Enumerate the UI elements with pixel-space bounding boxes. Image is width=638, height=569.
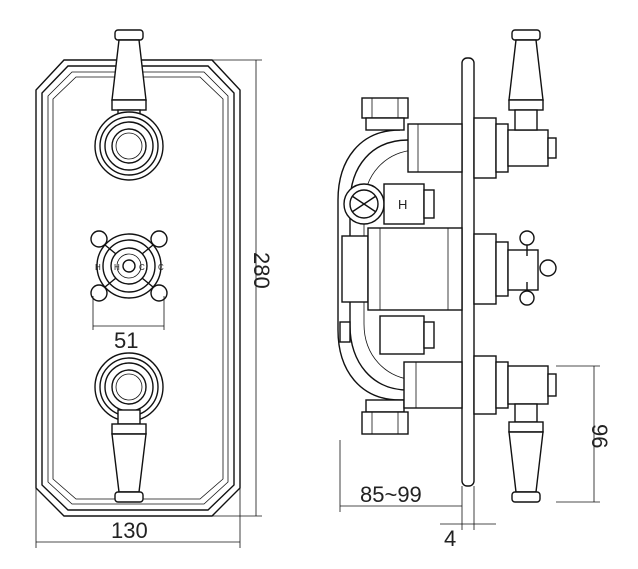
bottom-inlet-fitting — [361, 399, 409, 435]
dimension-width: 130 — [35, 488, 241, 548]
dimension-label-51: 51 — [114, 328, 138, 353]
lower-port-fitting — [339, 315, 435, 355]
top-inlet-fitting — [361, 97, 409, 131]
bottom-cartridge — [403, 355, 557, 503]
dimension-label-depth: 85~99 — [360, 482, 422, 507]
hot-mark-inner: H — [114, 263, 120, 272]
dimension-label-130: 130 — [111, 518, 148, 543]
cold-mark-outer: C — [158, 263, 164, 272]
top-lever — [111, 29, 147, 125]
front-view: H H C C 51 — [35, 29, 274, 548]
thermostatic-cross-handle: H H C C — [90, 230, 168, 302]
valve-body-casting — [337, 129, 410, 401]
middle-cartridge — [341, 227, 557, 311]
dimension-center-spacing: 51 — [92, 296, 165, 353]
dimension-label-280: 280 — [249, 252, 274, 289]
hot-port: H — [343, 183, 435, 225]
dimension-label-96: 96 — [587, 424, 612, 448]
top-control-knob — [94, 111, 164, 181]
bottom-lever — [111, 409, 147, 503]
hot-port-mark: H — [398, 197, 407, 212]
dimension-height: 280 — [212, 59, 274, 517]
dimension-depth: 85~99 — [339, 440, 463, 530]
top-cartridge — [407, 29, 557, 179]
side-view: H — [337, 29, 612, 551]
dimension-label-4: 4 — [444, 526, 456, 551]
hot-mark-outer: H — [95, 263, 101, 272]
cold-mark-inner: C — [139, 263, 145, 272]
faceplate-inner — [41, 65, 235, 511]
wall-plate — [461, 57, 475, 487]
dimension-plate-thickness: 4 — [440, 486, 496, 551]
dimension-lower-offset: 96 — [556, 365, 612, 503]
